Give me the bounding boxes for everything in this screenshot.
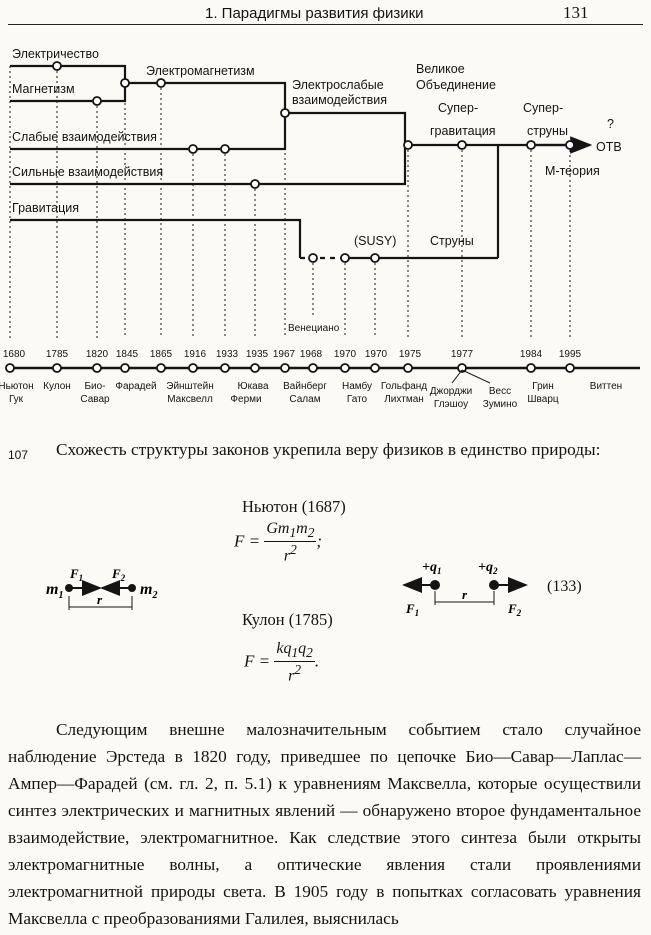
name-georgi: Джорджи — [430, 386, 472, 397]
label-electromagnetism: Электромагнетизм — [146, 64, 255, 78]
label-gut-1: Великое — [416, 62, 465, 76]
year-1977: 1977 — [451, 349, 474, 360]
year-1865: 1865 — [150, 349, 173, 360]
year-1680: 1680 — [3, 349, 26, 360]
chapter-title: 1. Парадигмы развития физики — [205, 5, 424, 22]
svg-text:F2: F2 — [111, 566, 126, 583]
label-electricity: Электричество — [12, 47, 99, 61]
equation-number: (133) — [547, 578, 582, 595]
name-weinberg: Вайнберг — [283, 380, 327, 392]
label-toe: ОТВ — [596, 140, 622, 154]
label-gut-2: Объединение — [416, 78, 496, 92]
label-superstrings-1: Супер- — [523, 101, 563, 115]
electroweak-line — [285, 111, 407, 145]
name-einstein: Эйнштейн — [166, 381, 213, 392]
label-gravity: Гравитация — [12, 201, 79, 215]
year-1968: 1968 — [300, 349, 323, 360]
svg-text:F1: F1 — [405, 601, 419, 618]
name-likhtman: Лихтман — [384, 394, 424, 405]
year-1967: 1967 — [273, 349, 296, 360]
label-electroweak-1: Электрослабые — [292, 78, 384, 92]
label-toe-question: ? — [607, 117, 614, 131]
electromagnetism-line — [125, 81, 287, 113]
year-1935: 1935 — [246, 349, 269, 360]
newton-force-diagram: m1 m2 F1 F2 r — [46, 566, 157, 610]
svg-text:+q2: +q2 — [478, 560, 498, 576]
year-1984: 1984 — [520, 349, 543, 360]
label-strings: Струны — [430, 234, 474, 248]
svg-text:m2: m2 — [140, 581, 157, 601]
newton-label: Ньютон (1687) — [242, 497, 346, 516]
main-paragraph: Следующим внешне малозначительным событи… — [8, 720, 641, 928]
name-yukawa: Юкава — [237, 381, 268, 392]
label-veneziano: Венециано — [288, 323, 340, 334]
svg-text:m1: m1 — [46, 581, 63, 601]
year-1820: 1820 — [86, 349, 109, 360]
name-bio: Био- — [84, 381, 105, 392]
page-header: 1. Парадигмы развития физики 131 — [0, 0, 651, 30]
year-1970b: 1970 — [365, 349, 388, 360]
year-1785: 1785 — [46, 349, 69, 360]
label-supergravity-2: гравитация — [430, 124, 496, 138]
coulomb-force-diagram: +q1 +q2 r F1 F2 — [402, 560, 528, 618]
label-mtheory: М-теория — [545, 164, 600, 178]
header-rule — [8, 24, 643, 25]
electricity-line — [10, 64, 127, 83]
label-weak: Слабые взаимодействия — [12, 130, 157, 144]
svg-text:r: r — [462, 587, 468, 602]
svg-text:r: r — [97, 592, 103, 607]
name-faraday: Фарадей — [115, 381, 156, 392]
label-supergravity-1: Супер- — [438, 101, 478, 115]
name-hooke: Гук — [9, 394, 24, 405]
label-electroweak-2: взаимодействия — [292, 93, 387, 107]
svg-text:+q1: +q1 — [422, 560, 441, 576]
margin-number: 107 — [8, 448, 29, 462]
name-schwarz: Шварц — [527, 394, 558, 405]
intro-paragraph: Схожесть структуры законов укрепила веру… — [56, 440, 601, 459]
name-zumino: Зумино — [483, 399, 518, 410]
unification-diagram: Электричество Магнетизм Слабые взаимодей… — [0, 47, 640, 410]
name-maxwell: Максвелл — [167, 394, 213, 405]
name-glashow: Глэшоу — [434, 399, 468, 410]
name-salam: Салам — [289, 394, 320, 405]
name-coulomb: Кулон — [43, 381, 71, 392]
name-newton: Ньютон — [0, 381, 34, 392]
name-green: Грин — [532, 381, 554, 392]
page-number: 131 — [563, 3, 589, 22]
svg-text:F2: F2 — [507, 601, 522, 618]
year-1970a: 1970 — [334, 349, 357, 360]
name-nambu: Намбу — [342, 380, 372, 392]
name-fermi: Ферми — [230, 394, 261, 405]
label-strong: Сильные взаимодействия — [12, 165, 163, 179]
svg-text:F1: F1 — [69, 566, 83, 583]
year-1975: 1975 — [399, 349, 422, 360]
label-susy: (SUSY) — [354, 234, 396, 248]
name-goto: Гато — [347, 394, 368, 405]
name-savart: Савар — [80, 394, 110, 405]
year-1995: 1995 — [559, 349, 582, 360]
name-golfand: Гольфанд — [381, 380, 427, 392]
year-1916: 1916 — [184, 349, 207, 360]
year-1933: 1933 — [216, 349, 239, 360]
strong-line — [10, 145, 407, 186]
label-superstrings-2: струны — [527, 124, 568, 138]
name-wess: Весс — [489, 386, 511, 397]
year-1845: 1845 — [116, 349, 139, 360]
gravity-line — [10, 218, 302, 258]
label-magnetism: Магнетизм — [12, 82, 75, 96]
coulomb-label: Кулон (1785) — [242, 610, 333, 629]
name-witten: Виттен — [590, 381, 622, 392]
